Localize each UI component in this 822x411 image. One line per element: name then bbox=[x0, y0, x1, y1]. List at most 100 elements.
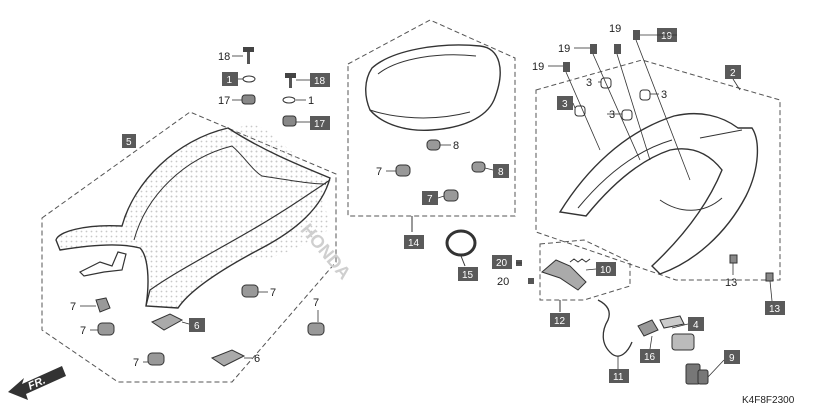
label-7: 7 bbox=[133, 357, 139, 369]
rubber-cushion-part bbox=[426, 139, 441, 151]
box-label-8: 8 bbox=[493, 164, 509, 178]
front-direction-arrow: FR. bbox=[8, 366, 66, 400]
svg-text:5: 5 bbox=[126, 137, 132, 148]
box-label-4: 4 bbox=[688, 317, 704, 331]
rubber-cushion-part bbox=[97, 322, 115, 336]
box-label-2: 2 bbox=[725, 65, 741, 79]
clip-nut-part bbox=[729, 254, 738, 264]
label-3: 3 bbox=[609, 109, 615, 121]
rubber-cushion-part bbox=[395, 164, 411, 177]
box-label-6: 6 bbox=[189, 318, 205, 332]
lock-plate-part bbox=[659, 315, 685, 329]
box-label-5: 5 bbox=[122, 134, 136, 148]
seat-lock-stay bbox=[541, 259, 587, 291]
grab-rail-inner bbox=[577, 129, 743, 211]
seat-lock-cable bbox=[597, 299, 633, 357]
label-6: 6 bbox=[254, 353, 260, 365]
bolt-part bbox=[285, 73, 296, 88]
bolt-part bbox=[243, 47, 254, 64]
label-3: 3 bbox=[586, 77, 592, 89]
box-label-7: 7 bbox=[422, 191, 438, 205]
rubber-cushion-part bbox=[443, 189, 459, 202]
box-label-9: 9 bbox=[724, 350, 740, 364]
label-19: 19 bbox=[609, 23, 621, 35]
label-17: 17 bbox=[218, 95, 230, 107]
svg-text:7: 7 bbox=[427, 194, 433, 205]
label-3: 3 bbox=[661, 89, 667, 101]
seat-body bbox=[55, 127, 331, 309]
label-7: 7 bbox=[313, 297, 319, 309]
svg-text:8: 8 bbox=[498, 167, 504, 178]
svg-text:16: 16 bbox=[644, 352, 656, 363]
svg-text:18: 18 bbox=[314, 76, 326, 87]
bolt-part bbox=[590, 44, 597, 54]
svg-text:2: 2 bbox=[730, 68, 736, 79]
boxed-labels: 1 18 17 5 6 6 14 7 8 15 20 10 12 2 3 4 1… bbox=[122, 28, 785, 383]
label-7: 7 bbox=[270, 287, 276, 299]
svg-text:17: 17 bbox=[314, 119, 326, 130]
svg-text:20: 20 bbox=[496, 258, 508, 269]
box-label-13: 13 bbox=[765, 301, 785, 315]
plain-labels: 18 17 1 7 7 7 7 6 7 7 8 20 19 19 19 3 3 … bbox=[70, 23, 737, 369]
svg-text:11: 11 bbox=[613, 372, 624, 383]
rubber-cushion-part bbox=[282, 115, 297, 127]
rubber-cushion-part bbox=[241, 94, 256, 105]
pillion-seat-body bbox=[365, 44, 501, 132]
washer-part bbox=[282, 96, 296, 104]
seat-side-edge bbox=[145, 179, 331, 307]
label-7: 7 bbox=[376, 166, 382, 178]
seat-assembly-outline bbox=[41, 111, 337, 383]
diagram-code: K4F8F2300 bbox=[742, 395, 795, 406]
svg-text:6: 6 bbox=[194, 321, 200, 332]
rubber-cushion-part bbox=[95, 297, 111, 313]
bracket-part bbox=[150, 313, 184, 331]
svg-text:19: 19 bbox=[661, 31, 673, 42]
lock-cover-part bbox=[637, 319, 659, 337]
pillion-seat-assembly-outline bbox=[347, 19, 516, 217]
box-label-3: 3 bbox=[557, 96, 573, 110]
leader-line bbox=[592, 53, 641, 161]
box-label-20: 20 bbox=[492, 255, 512, 269]
pillion-seat-inner bbox=[369, 54, 477, 119]
leader-line bbox=[460, 255, 466, 267]
seat-lock-stay-outline bbox=[539, 239, 631, 301]
bracket-part bbox=[210, 349, 246, 367]
svg-text:9: 9 bbox=[729, 353, 735, 364]
box-leaders bbox=[181, 34, 773, 378]
seat-front-latch bbox=[78, 251, 127, 277]
svg-text:10: 10 bbox=[600, 265, 612, 276]
o-ring-part bbox=[445, 229, 477, 257]
leader-line bbox=[616, 53, 651, 161]
label-7: 7 bbox=[70, 301, 76, 313]
clip-nut-part bbox=[765, 272, 774, 282]
label-19: 19 bbox=[532, 61, 544, 73]
bolt-part bbox=[633, 30, 640, 40]
bolt-part bbox=[563, 62, 570, 72]
rubber-cushion-part bbox=[307, 322, 325, 336]
box-label-1: 1 bbox=[222, 72, 238, 86]
svg-text:1: 1 bbox=[227, 75, 233, 86]
collar-part bbox=[574, 105, 586, 117]
collar-part bbox=[639, 89, 651, 101]
leader-line bbox=[565, 71, 601, 151]
rubber-cushion-part bbox=[241, 284, 259, 298]
label-leaders bbox=[80, 47, 734, 363]
grab-rail-body bbox=[558, 113, 759, 275]
svg-text:3: 3 bbox=[562, 99, 568, 110]
leader-line bbox=[635, 39, 691, 181]
svg-text:14: 14 bbox=[408, 238, 420, 249]
rubber-cushion-part bbox=[147, 352, 165, 366]
label-7: 7 bbox=[80, 325, 86, 337]
box-label-12: 12 bbox=[550, 313, 570, 327]
box-label-14: 14 bbox=[404, 235, 424, 249]
svg-text:15: 15 bbox=[462, 270, 474, 281]
collar-part bbox=[621, 109, 633, 121]
box-label-17: 17 bbox=[310, 116, 330, 130]
box-label-16: 16 bbox=[640, 349, 660, 363]
label-1: 1 bbox=[308, 95, 314, 107]
label-18: 18 bbox=[218, 51, 230, 63]
grab-rail-outline bbox=[535, 59, 781, 281]
label-19: 19 bbox=[558, 43, 570, 55]
label-13: 13 bbox=[725, 277, 737, 289]
washer-part bbox=[242, 75, 256, 83]
